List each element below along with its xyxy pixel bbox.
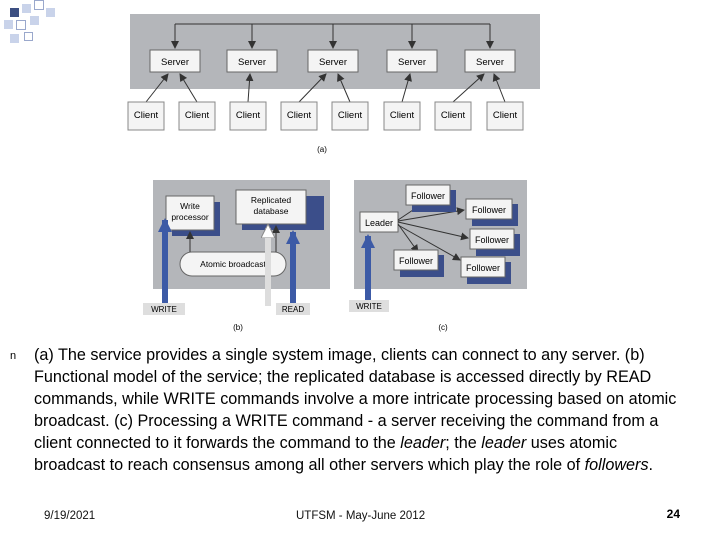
svg-text:Server: Server: [238, 57, 266, 68]
write-label-b: WRITE: [151, 305, 177, 314]
svg-text:database: database: [254, 206, 289, 216]
svg-text:Server: Server: [476, 57, 504, 68]
svg-text:Server: Server: [161, 57, 189, 68]
client-node: Client: [178, 101, 216, 131]
svg-text:Follower: Follower: [466, 263, 500, 273]
replication-diagram: Server Server Server Server Server: [127, 14, 540, 332]
follower-node: Follower: [393, 249, 444, 277]
client-node: Client: [229, 101, 267, 131]
server-node: Server: [307, 49, 359, 73]
svg-text:Client: Client: [390, 110, 415, 121]
svg-text:Client: Client: [441, 110, 466, 121]
page-number: 24: [666, 507, 680, 521]
svg-text:Client: Client: [185, 110, 210, 121]
client-node: Client: [383, 101, 421, 131]
follower-node: Follower: [469, 228, 520, 256]
footer-date: 9/19/2021: [44, 510, 96, 522]
svg-text:Client: Client: [236, 110, 261, 121]
server-node: Server: [149, 49, 201, 73]
follower-node: Follower: [460, 256, 511, 284]
svg-text:Server: Server: [398, 57, 426, 68]
follower-node: Follower: [465, 198, 518, 226]
figure-caption: (a) The service provides a single system…: [34, 346, 677, 474]
client-node: Client: [331, 101, 369, 131]
svg-text:Server: Server: [319, 57, 347, 68]
svg-text:Follower: Follower: [399, 256, 433, 266]
svg-text:Client: Client: [493, 110, 518, 121]
footer-course: UTFSM - May-June 2012: [296, 510, 426, 522]
svg-text:Follower: Follower: [475, 235, 509, 245]
bullet-marker: n: [10, 350, 17, 362]
atomic-broadcast-box: Atomic broadcast: [179, 251, 287, 277]
leader-node: Leader: [359, 211, 399, 233]
client-node: Client: [280, 101, 318, 131]
caption-b: (b): [233, 323, 243, 332]
write-label-c: WRITE: [356, 302, 382, 311]
svg-text:Write: Write: [180, 201, 200, 211]
server-node: Server: [386, 49, 438, 73]
figure-c: Leader Follower Follower Follower: [349, 180, 527, 332]
server-node: Server: [464, 49, 516, 73]
client-node: Client: [486, 101, 524, 131]
figure-b: Write processor Replicated database Atom…: [143, 180, 330, 332]
follower-node: Follower: [405, 184, 456, 212]
figure-a: Server Server Server Server Server: [127, 14, 540, 154]
read-label: READ: [282, 305, 304, 314]
server-node: Server: [226, 49, 278, 73]
caption-c: (c): [438, 323, 448, 332]
svg-text:Leader: Leader: [365, 218, 393, 228]
svg-text:Follower: Follower: [411, 191, 445, 201]
write-processor-box: Write processor: [165, 195, 220, 236]
svg-text:Follower: Follower: [472, 205, 506, 215]
client-node: Client: [434, 101, 472, 131]
svg-text:Client: Client: [134, 110, 159, 121]
client-node: Client: [127, 101, 165, 131]
svg-text:Replicated: Replicated: [251, 195, 291, 205]
svg-text:processor: processor: [171, 212, 208, 222]
svg-text:Client: Client: [287, 110, 312, 121]
caption-a: (a): [317, 145, 327, 154]
svg-text:Client: Client: [338, 110, 363, 121]
svg-text:Atomic broadcast: Atomic broadcast: [200, 259, 266, 269]
replicated-database-box: Replicated database: [235, 189, 324, 230]
